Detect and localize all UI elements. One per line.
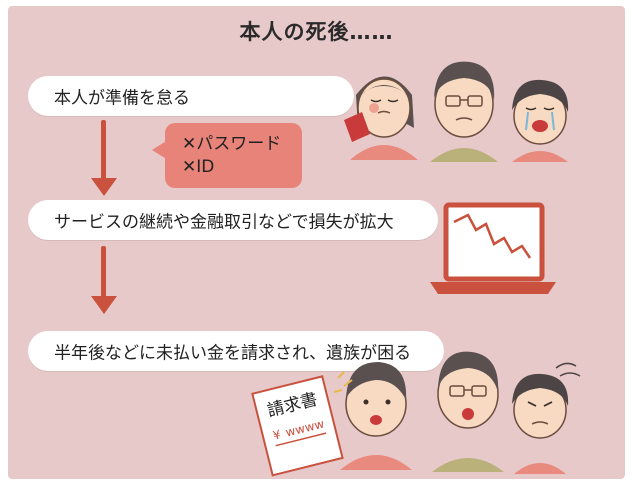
family-worried-icon	[333, 351, 581, 474]
page-title: 本人の死後……	[239, 20, 394, 44]
bubble-id-line: ✕ID	[182, 157, 215, 177]
step-1-label: 本人が準備を怠る	[54, 88, 190, 109]
step-2-pill: サービスの継続や金融取引などで損失が拡大	[28, 200, 438, 240]
invoice-amount: ¥	[271, 427, 282, 443]
step-3-label: 半年後などに未払い金を請求され、遺族が困る	[54, 343, 412, 364]
bubble-password-line: ✕パスワード	[182, 134, 282, 154]
bubble-tail	[152, 140, 168, 160]
step-1-pill: 本人が準備を怠る	[28, 76, 354, 116]
missing-credentials-bubble	[165, 123, 302, 188]
step-2-label: サービスの継続や金融取引などで損失が拡大	[54, 212, 394, 233]
invoice-icon: 請求書 ¥ wwww	[251, 375, 344, 477]
family-crying-icon	[344, 61, 569, 162]
laptop-chart-icon	[430, 202, 556, 294]
